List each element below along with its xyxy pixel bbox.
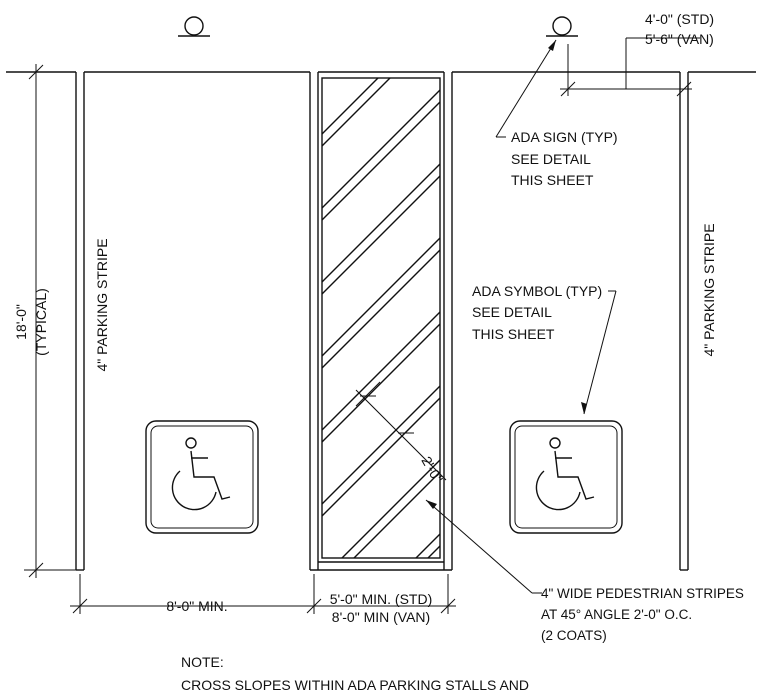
stall-depth-typical-label: (TYPICAL) — [33, 288, 49, 356]
aisle-width-van-label: 8'-0" MIN (VAN) — [332, 609, 430, 625]
sign-width-van-label: 5'-6" (VAN) — [645, 31, 714, 47]
pedestrian-stripe-frame — [321, 77, 441, 559]
pedestrian-stripe-edge — [321, 397, 441, 517]
ada-sign-note-2: SEE DETAIL — [511, 151, 591, 167]
pedestrian-stripe-edge — [321, 311, 441, 431]
note-line-1: CROSS SLOPES WITHIN ADA PARKING STALLS A… — [181, 677, 529, 693]
ada-sign-leader — [495, 39, 557, 138]
pedestrian-stripes-leader — [425, 499, 542, 594]
wheelchair-icon — [171, 437, 231, 511]
ada-sign-note-3: THIS SHEET — [511, 172, 594, 188]
ada-symbol-note-1: ADA SYMBOL (TYP) — [472, 283, 602, 299]
stripe-spacing-label: 2'-0" — [418, 454, 446, 486]
wheelchair-icon — [535, 437, 595, 511]
pedestrian-stripe-edge — [353, 471, 441, 559]
pedestrian-stripe-edge — [321, 237, 441, 357]
pedestrian-stripe-edge — [321, 77, 391, 147]
sign-width-std-label: 4'-0" (STD) — [645, 11, 714, 27]
pedestrian-stripe-edge — [321, 89, 441, 209]
note-title: NOTE: — [181, 654, 224, 670]
pedestrian-stripe-edge — [321, 101, 441, 221]
ada-sign-post-left — [178, 16, 210, 37]
ada-symbol-note-3: THIS SHEET — [472, 326, 555, 342]
stall-depth-label: 18'-0" — [13, 304, 29, 340]
ada-symbol-left — [145, 420, 259, 534]
right-stripe-label: 4" PARKING STRIPE — [701, 223, 717, 356]
left-stripe-label: 4" PARKING STRIPE — [94, 238, 110, 371]
pedestrian-stripe-edge — [321, 385, 441, 505]
pedestrian-stripes — [321, 77, 441, 559]
ada-sign-post-right — [546, 16, 578, 37]
pedestrian-stripe-edge — [341, 459, 441, 559]
ada-symbol-note-2: SEE DETAIL — [472, 304, 552, 320]
access-aisle — [309, 72, 453, 571]
left-parking-stripe — [75, 72, 85, 571]
pedestrian-stripe-edge — [321, 323, 441, 443]
pedestrian-stripe-edge — [321, 175, 441, 295]
stall-width-label: 8'-0" MIN. — [166, 598, 227, 614]
bottom-dimensions — [70, 574, 456, 614]
pedestrian-stripe-edge — [321, 163, 441, 283]
stall-depth-dimension — [24, 64, 76, 578]
stripe-spacing-dimension — [355, 381, 447, 481]
ada-symbol-right — [509, 420, 623, 534]
ped-stripes-note-3: (2 COATS) — [541, 628, 607, 643]
pedestrian-stripe-edge — [321, 249, 441, 369]
sign-width-dimension — [560, 37, 700, 97]
pedestrian-stripe-edge — [427, 545, 441, 559]
ada-symbol-leader — [581, 290, 617, 415]
right-parking-stripe — [679, 72, 689, 571]
aisle-width-std-label: 5'-0" MIN. (STD) — [330, 591, 433, 607]
ada-sign-note-1: ADA SIGN (TYP) — [511, 129, 618, 145]
ped-stripes-note-2: AT 45° ANGLE 2'-0" O.C. — [541, 607, 692, 622]
ped-stripes-note-1: 4" WIDE PEDESTRIAN STRIPES — [541, 586, 744, 601]
pedestrian-stripe-edge — [321, 77, 379, 135]
pedestrian-stripe-edge — [415, 533, 441, 559]
